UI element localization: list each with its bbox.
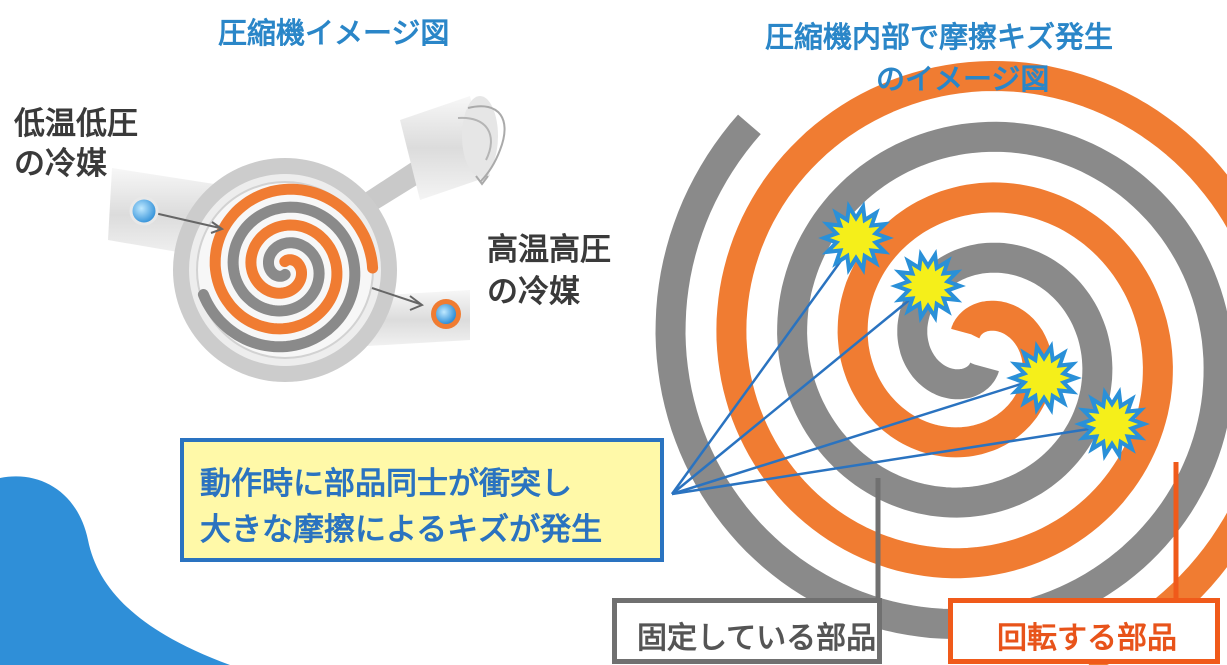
rotating-part-label: 回転する部品	[997, 621, 1177, 656]
rotating-part-label-box: 回転する部品	[948, 598, 1220, 664]
fixed-part-label-box: 固定している部品	[612, 598, 882, 664]
decorative-blue-blob	[0, 476, 230, 665]
outlet-refrigerant-label-line-2: の冷媒	[487, 274, 580, 310]
callout-text-line-2: 大きな摩擦によるキズが発生	[200, 512, 603, 548]
friction-burst-icon	[818, 200, 894, 276]
friction-diagram-title-line-2: のイメージ図	[876, 62, 1050, 96]
scroll-friction-illustration	[655, 60, 1227, 665]
inlet-flow-arrow	[149, 211, 221, 229]
friction-callout-box: 動作時に部品同士が衝突し 大きな摩擦によるキズが発生	[180, 438, 664, 562]
outlet-refrigerant-label-line-1: 高温高圧	[487, 232, 611, 268]
compressor-illustration	[108, 96, 506, 382]
inlet-refrigerant-ball	[129, 196, 159, 226]
rotation-arrow-icon	[467, 105, 506, 183]
motor-end	[462, 96, 498, 176]
callout-pointer-lines	[670, 239, 1109, 496]
fixed-part-label: 固定している部品	[637, 621, 877, 656]
friction-burst-icon	[890, 248, 966, 324]
small-rotating-scroll	[209, 183, 379, 335]
outlet-flow-arrow	[371, 287, 421, 305]
compressor-diagram-title: 圧縮機イメージ図	[218, 16, 450, 50]
friction-diagram-title-line-1: 圧縮機内部で摩擦キズ発生	[765, 20, 1114, 54]
friction-burst-icon	[1006, 340, 1082, 416]
small-fixed-scroll	[197, 201, 361, 353]
callout-text-line-1: 動作時に部品同士が衝突し	[200, 466, 572, 502]
inlet-refrigerant-label-line-1: 低温低圧	[14, 106, 138, 142]
friction-burst-icon	[1074, 386, 1150, 462]
inlet-refrigerant-label-line-2: の冷媒	[14, 146, 107, 182]
